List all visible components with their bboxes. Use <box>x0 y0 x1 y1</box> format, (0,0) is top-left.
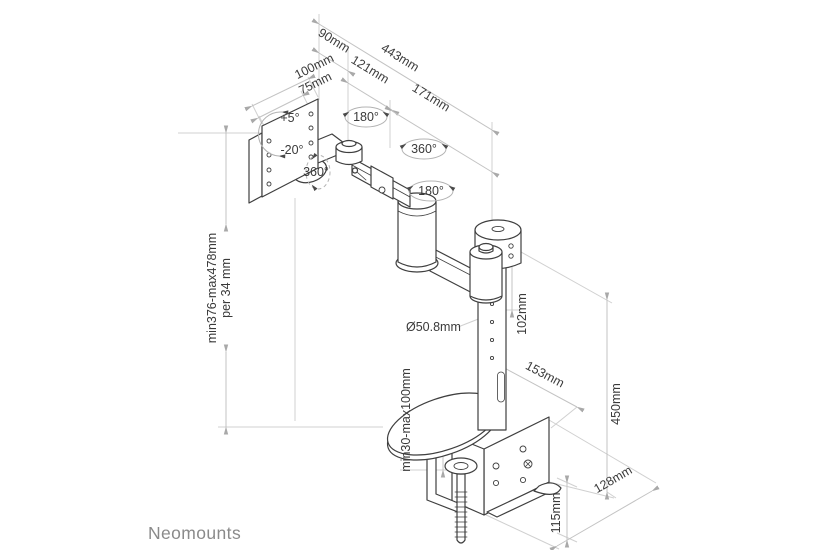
dim-base-depth: 153mm <box>523 359 566 391</box>
angle-arm-rotation: 360° <box>411 142 437 156</box>
angle-labels: +5° -20° 360° 180° 360° 180° <box>280 110 444 198</box>
dim-height-range-group: min376-max478mm per 34 mm <box>205 233 233 343</box>
angle-head-swivel: 180° <box>353 110 379 124</box>
dim-clamp-width: 128mm <box>591 463 634 496</box>
vesa-rotation-arc <box>305 154 331 190</box>
dim-total-reach: 443mm <box>379 41 422 75</box>
forearm <box>429 242 503 304</box>
angle-vesa-rotation: 360° <box>303 165 329 179</box>
angle-arm-swivel: 180° <box>418 184 444 198</box>
desk-clamp <box>426 416 562 544</box>
dim-height-step: per 34 mm <box>219 258 233 318</box>
tilt-arc <box>258 111 283 157</box>
dim-segment-3: 171mm <box>410 81 453 115</box>
dim-segment-2: 121mm <box>349 53 392 87</box>
upper-arm <box>351 157 411 208</box>
dim-height-range: min376-max478mm <box>205 233 219 343</box>
elbow-joint <box>395 192 439 273</box>
clamp-screw <box>444 457 478 544</box>
angle-tilt-down: -20° <box>280 143 303 157</box>
monitor-arm <box>248 98 562 544</box>
angle-indicators <box>258 106 456 202</box>
dimension-lines <box>223 18 660 550</box>
dim-clamp-range: min30-max100mm <box>399 368 413 472</box>
base-plate <box>386 392 500 461</box>
dim-pole-height: 450mm <box>609 383 623 425</box>
dim-segment-1: 90mm <box>316 26 353 56</box>
brand-wordmark: Neomounts <box>148 523 241 543</box>
dim-collar-height: 102mm <box>515 293 529 335</box>
angle-tilt-up: +5° <box>280 111 299 125</box>
dim-pole-diameter: Ø50.8mm <box>406 320 461 334</box>
dim-clamp-height: 115mm <box>549 493 563 534</box>
